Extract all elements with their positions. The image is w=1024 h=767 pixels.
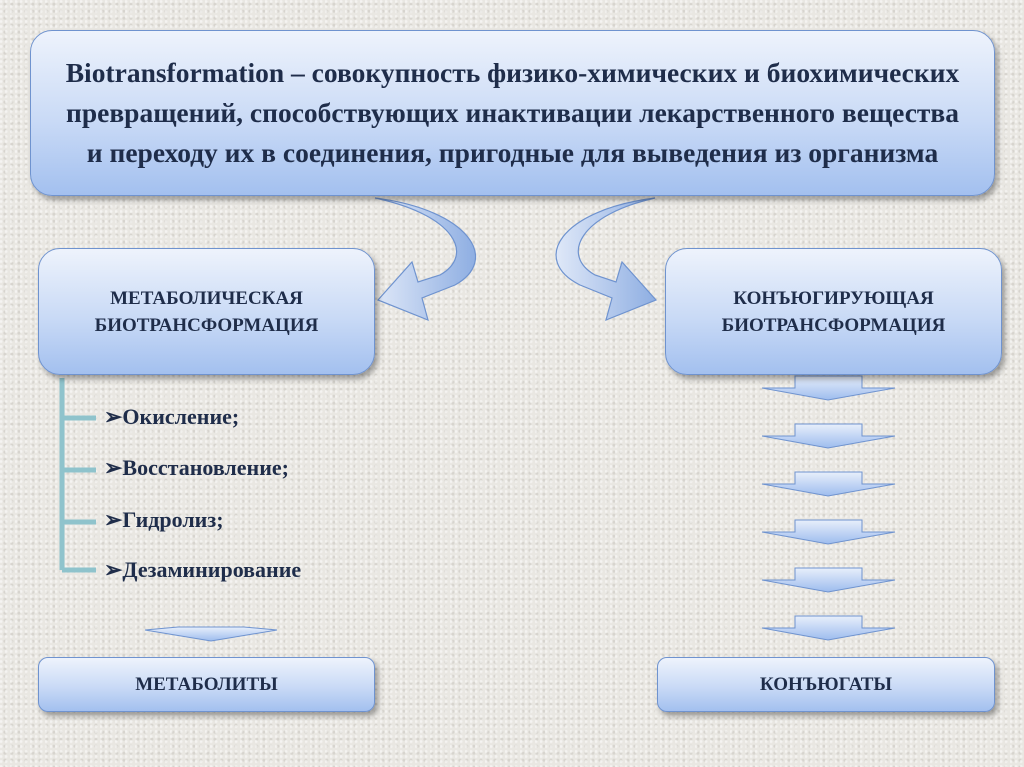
definition-text: Biotransformation – совокупность физико-… <box>65 57 960 168</box>
list-item: ➢Восстановление; <box>104 455 289 480</box>
list-item: ➢Дезаминирование <box>104 557 302 582</box>
list-item: ➢Гидролиз; <box>104 507 224 532</box>
list-item: ➢Окисление; <box>104 404 240 429</box>
definition-box: Biotransformation – совокупность физико-… <box>30 30 995 196</box>
bracket-line <box>59 378 96 573</box>
metabolic-label: МЕТАБОЛИЧЕСКАЯ БИОТРАНСФОРМАЦИЯ <box>94 287 319 336</box>
conjugating-box: КОНЪЮГИРУЮЩАЯ БИОТРАНСФОРМАЦИЯ <box>665 248 1002 375</box>
metabolites-label: МЕТАБОЛИТЫ <box>135 673 278 695</box>
conjugates-label: КОНЪЮГАТЫ <box>759 673 893 695</box>
metabolites-box: МЕТАБОЛИТЫ <box>38 657 375 712</box>
conjugates-box: КОНЪЮГАТЫ <box>657 657 995 712</box>
metabolic-box: МЕТАБОЛИЧЕСКАЯ БИОТРАНСФОРМАЦИЯ <box>38 248 375 375</box>
down-arrows <box>144 375 896 642</box>
curved-arrow-right <box>555 197 658 322</box>
conjugating-label: КОНЪЮГИРУЮЩАЯ БИОТРАНСФОРМАЦИЯ <box>721 287 946 336</box>
curved-arrow-left <box>374 197 476 322</box>
